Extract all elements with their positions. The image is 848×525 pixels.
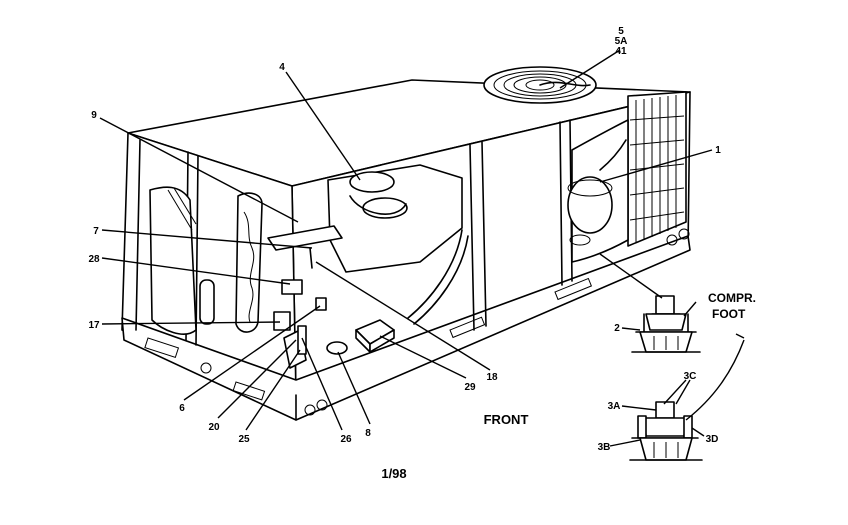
compr-foot-detail-upper — [631, 295, 701, 353]
compr-label-line1: COMPR. — [708, 291, 756, 305]
callout-3c: 3C — [684, 371, 697, 382]
control-components — [267, 225, 395, 369]
callout-8: 8 — [365, 428, 371, 439]
date-code: 1/98 — [381, 466, 406, 481]
callout-18: 18 — [486, 372, 498, 383]
callout-7: 7 — [93, 226, 99, 237]
front-label: FRONT — [484, 412, 529, 427]
compr-foot-detail-lower — [629, 401, 703, 461]
callout-4: 4 — [279, 62, 285, 73]
component-8 — [326, 341, 348, 355]
base-rail — [121, 235, 691, 421]
text-labels: COMPR. FOOT FRONT 1/98 — [381, 291, 756, 481]
leader-lines — [99, 49, 745, 447]
callout-3d: 3D — [706, 434, 719, 445]
callout-41: 41 — [615, 46, 627, 57]
callout-28: 28 — [88, 254, 100, 265]
callout-2: 2 — [614, 323, 620, 334]
callout-labels: 5 5A 41 4 9 1 7 28 17 6 20 25 26 8 29 18… — [88, 26, 721, 453]
component-6 — [315, 297, 327, 311]
compressor — [567, 119, 629, 263]
component-28 — [281, 279, 303, 295]
callout-26: 26 — [340, 434, 352, 445]
callout-1: 1 — [715, 145, 721, 156]
callout-6: 6 — [179, 403, 185, 414]
condenser-fan — [483, 66, 597, 104]
callout-3a: 3A — [608, 401, 621, 412]
callout-9: 9 — [91, 110, 97, 121]
callout-29: 29 — [464, 382, 476, 393]
callout-17: 17 — [88, 320, 100, 331]
callout-5: 5 — [618, 26, 624, 37]
callout-20: 20 — [208, 422, 220, 433]
compr-label-line2: FOOT — [712, 307, 746, 321]
condenser-coil — [627, 91, 687, 247]
callout-5a: 5A — [615, 36, 628, 47]
callout-25: 25 — [238, 434, 250, 445]
heat-exchanger — [149, 186, 263, 335]
callout-3b: 3B — [598, 442, 611, 453]
component-17 — [273, 311, 291, 331]
blower-assembly — [327, 164, 469, 325]
